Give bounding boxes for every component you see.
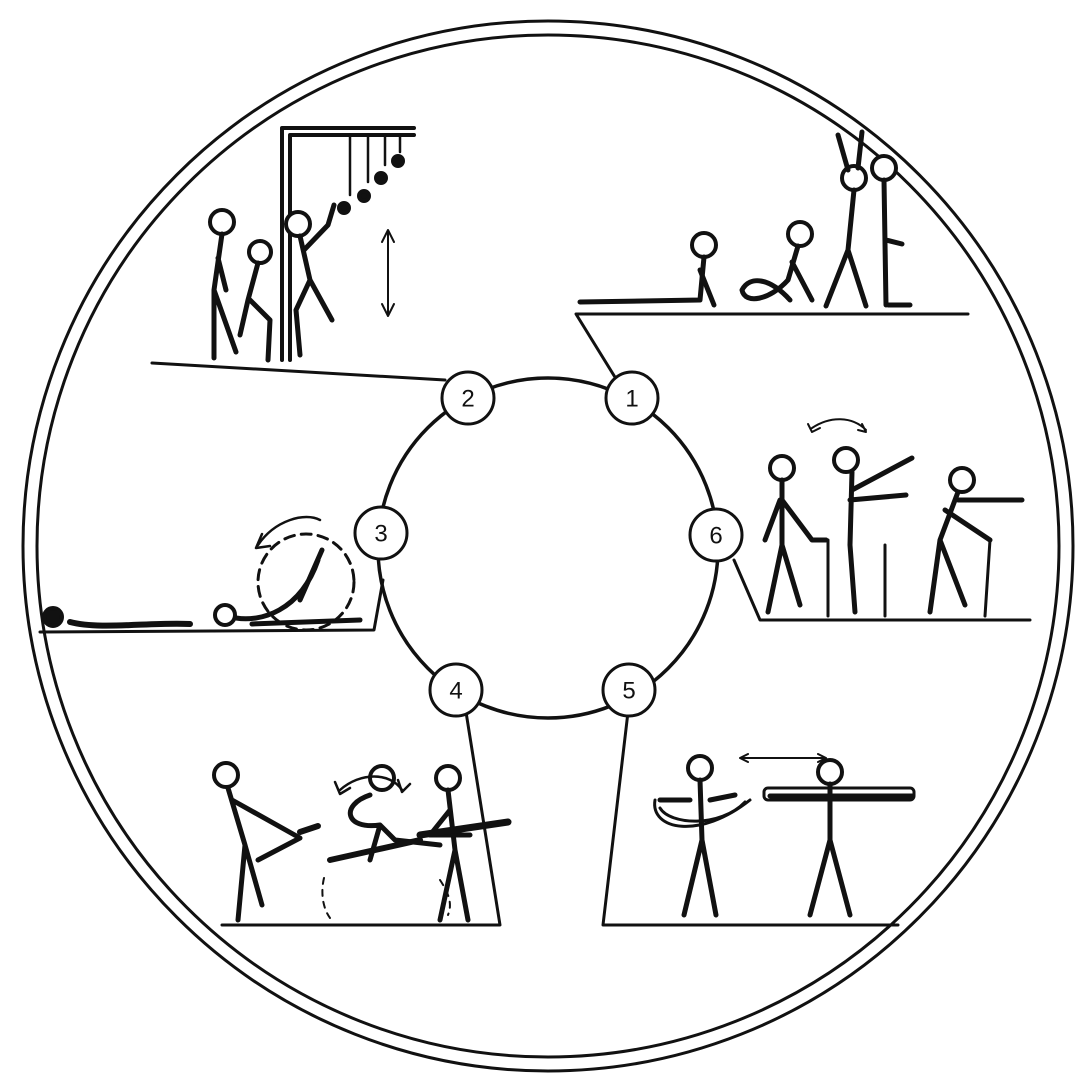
station-badge-4[interactable]: 4 [430, 664, 482, 716]
platform-station-2 [152, 363, 445, 380]
scene-station-1 [580, 132, 910, 306]
station-number-1: 1 [625, 386, 638, 413]
station-badge-2[interactable]: 2 [442, 372, 494, 424]
scene-station-2 [210, 128, 414, 360]
station-badge-3[interactable]: 3 [355, 507, 407, 559]
platform-station-5 [603, 712, 898, 925]
station-badges: 1 2 3 4 5 6 [355, 372, 742, 716]
station-number-2: 2 [461, 386, 474, 413]
station-number-6: 6 [709, 523, 722, 550]
scene-station-4 [214, 763, 508, 920]
scene-station-5 [655, 754, 914, 915]
station-badge-6[interactable]: 6 [690, 509, 742, 561]
scene-station-3 [44, 517, 360, 630]
station-badge-1[interactable]: 1 [606, 372, 658, 424]
station-platforms [40, 314, 1030, 925]
outer-ring [23, 21, 1073, 1071]
scene-station-6 [765, 419, 1022, 616]
central-circuit-ring [378, 378, 718, 718]
station-number-3: 3 [374, 521, 387, 548]
station-number-4: 4 [449, 678, 462, 705]
station-badge-5[interactable]: 5 [603, 664, 655, 716]
station-number-5: 5 [622, 678, 635, 705]
